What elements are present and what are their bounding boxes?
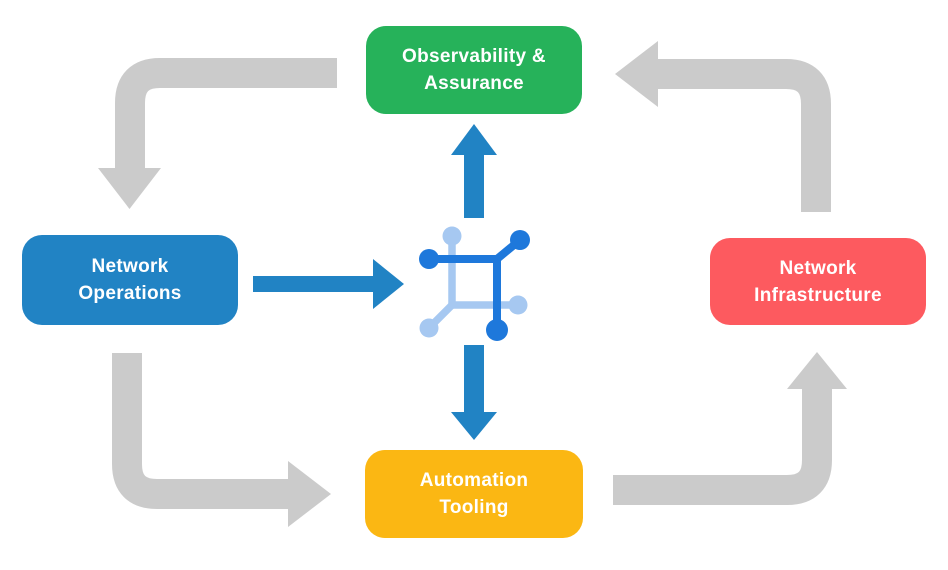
- icon-node-right: [508, 295, 528, 315]
- arrow-operations-to-icon: [253, 259, 404, 309]
- arrow-shaft: [658, 59, 831, 212]
- node-label-line: Network: [779, 257, 857, 279]
- arrow-head-up: [451, 124, 497, 155]
- node-label-line: Operations: [78, 283, 182, 304]
- arrow-icon-to-observability: [451, 124, 497, 218]
- node-network-operations: Network Operations: [22, 235, 238, 325]
- arrow-head-down: [98, 168, 161, 209]
- arrow-head-up: [787, 352, 847, 389]
- node-label-line: Tooling: [439, 497, 509, 518]
- node-observability-assurance: Observability & Assurance: [366, 26, 582, 114]
- icon-node-left: [419, 249, 439, 269]
- network-fabric-icon: [419, 226, 530, 341]
- icon-node-top-right: [510, 230, 530, 250]
- node-network-infrastructure: Network Infrastructure: [710, 238, 926, 325]
- arrow-observability-to-operations: [98, 58, 337, 209]
- arrow-head-left: [615, 41, 658, 107]
- node-label-line: Assurance: [424, 73, 524, 94]
- arrow-icon-to-automation: [451, 345, 497, 440]
- icon-node-top: [442, 226, 462, 246]
- arrow-shaft: [613, 389, 832, 505]
- node-automation-tooling: Automation Tooling: [365, 450, 583, 538]
- node-label-line: Network: [91, 256, 169, 277]
- arrow-head-down: [451, 412, 497, 440]
- node-label-line: Observability &: [402, 46, 546, 67]
- arrow-shaft: [115, 58, 337, 170]
- icon-node-bottom: [486, 319, 508, 341]
- arrow-head-right: [288, 461, 331, 527]
- arrow-automation-to-infrastructure: [613, 352, 847, 505]
- arrow-shaft: [112, 353, 288, 509]
- arrow-operations-to-automation: [112, 353, 331, 527]
- node-label-line: Automation: [419, 470, 529, 491]
- arrow-head-right: [373, 259, 404, 309]
- node-label-line: Infrastructure: [754, 284, 882, 306]
- icon-node-bottom-left: [419, 318, 439, 338]
- arrow-infrastructure-to-observability: [615, 41, 831, 212]
